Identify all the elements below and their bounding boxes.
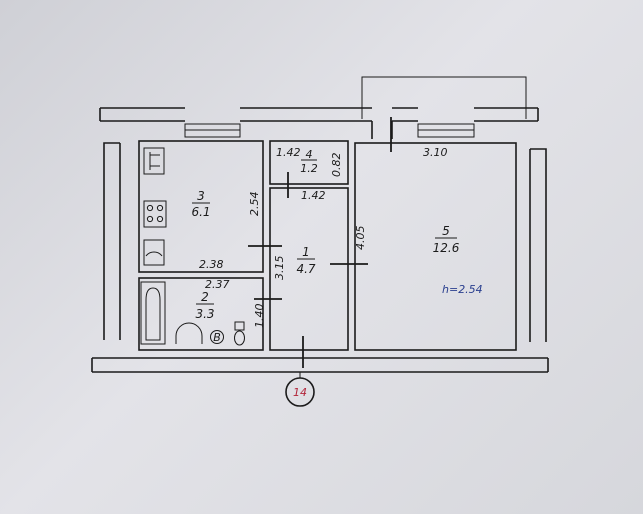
window-kitchen	[184, 123, 241, 138]
room-hallway	[269, 187, 349, 351]
exterior-wall-right	[529, 148, 547, 342]
dim-closet-depth: 0.82	[330, 153, 343, 178]
dim-hallway-width: 3.15	[273, 256, 286, 281]
exterior-wall-left	[103, 142, 121, 340]
room-bathroom	[138, 277, 264, 351]
dim-bathroom-width: 2.37	[205, 278, 230, 291]
room-kitchen	[138, 140, 264, 273]
room-4-number: 4	[306, 148, 313, 161]
balcony	[361, 76, 527, 119]
room-2-number: 2	[201, 290, 209, 304]
dim-living-width: 3.10	[423, 146, 448, 159]
sink-icon	[143, 147, 165, 175]
toilet-icon	[234, 321, 245, 346]
room-3-area: 6.1	[191, 205, 210, 219]
stove-icon	[143, 200, 167, 228]
dim-bathroom-depth: 1.40	[253, 304, 266, 329]
room-closet	[269, 140, 349, 185]
room-4-area: 1.2	[300, 162, 318, 175]
room-3-number: 3	[197, 189, 205, 203]
room-1-number: 1	[302, 245, 310, 259]
dim-kitchen-width: 2.38	[199, 258, 224, 271]
dim-kitchen-depth: 2.54	[248, 192, 261, 217]
dim-hallway-depth: 4.05	[354, 226, 367, 251]
room-1-area: 4.7	[296, 262, 315, 276]
dim-closet-width-bottom: 1.42	[301, 189, 326, 202]
boiler-icon	[210, 330, 224, 344]
dim-closet-width-top: 1.42	[276, 146, 301, 159]
exterior-wall-top	[99, 107, 539, 139]
window-living-room	[417, 123, 475, 138]
boiler-label: B	[213, 331, 221, 344]
ceiling-height-label: h=2.54	[442, 283, 483, 296]
door-marks	[248, 117, 392, 368]
exterior-wall-bottom	[91, 357, 549, 373]
room-2-area: 3.3	[195, 307, 214, 321]
kitchen-sink-corner-icon	[143, 239, 165, 266]
room-5-number: 5	[442, 224, 450, 238]
axis-marker-label: 14	[293, 386, 307, 399]
room-5-area: 12.6	[433, 241, 460, 255]
washbasin-icon	[175, 322, 203, 344]
bathtub-icon	[140, 281, 166, 345]
room-living-room	[354, 142, 517, 351]
axis-marker-circle	[285, 377, 315, 407]
